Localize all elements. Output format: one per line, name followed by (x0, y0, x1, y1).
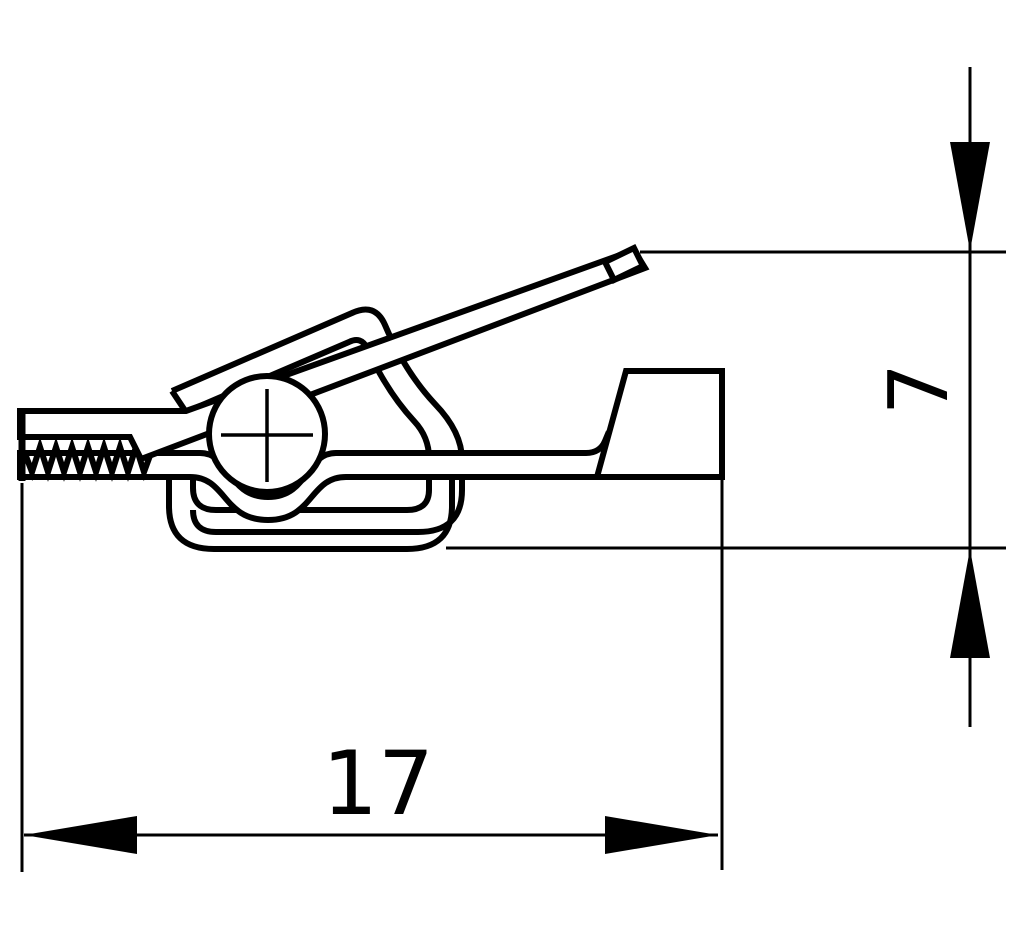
arrow-down-icon (950, 142, 990, 251)
clip-outline (17, 244, 725, 552)
arrow-up-icon (950, 549, 990, 658)
lower-jaw-plate (17, 430, 615, 524)
height-dimension-label: 7 (872, 363, 967, 415)
jaw-teeth-zigzag (21, 437, 154, 482)
terminal-block (593, 368, 725, 480)
arrow-left-icon (24, 816, 137, 854)
lever-tip-cap (600, 244, 648, 284)
spring-strap-outer-edge (170, 306, 465, 535)
width-dimension-label: 17 (322, 732, 434, 835)
height-dimension: 7 (446, 67, 1006, 727)
width-dimension: 17 (20, 478, 724, 872)
upper-jaw-and-lever (17, 246, 650, 463)
arrow-right-icon (605, 816, 718, 854)
